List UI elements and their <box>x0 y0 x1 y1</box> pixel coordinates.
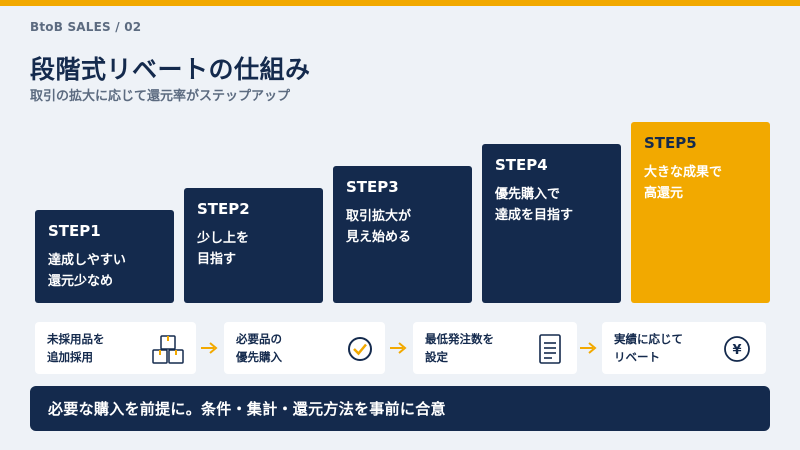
page-title: 段階式リベートの仕組み <box>30 55 311 84</box>
step-desc-line1: 少し上を <box>197 231 250 246</box>
flow-card-rebate: 実績に応じて リベート ¥ <box>602 322 766 374</box>
step-card-5: STEP5 大きな成果で 高還元 <box>631 122 770 303</box>
yen-coin-icon: ¥ <box>724 336 750 362</box>
step-label: STEP4 <box>495 156 548 174</box>
flow-arrow-icon <box>390 342 407 354</box>
flow-line1: 最低発注数を <box>425 332 494 346</box>
flow-card-text: 必要品の 優先購入 <box>236 330 282 366</box>
step-desc-line2: 還元少なめ <box>48 274 114 289</box>
flow-card-text: 未採用品を 追加採用 <box>47 330 105 366</box>
check-circle-icon <box>348 337 372 361</box>
step-card-3: STEP3 取引拡大が 見え始める <box>333 166 472 303</box>
flow-line2: リベート <box>614 350 660 364</box>
flow-card-priority-purchase: 必要品の 優先購入 <box>224 322 385 374</box>
step-label: STEP1 <box>48 222 101 240</box>
summary-banner: 必要な購入を前提に。条件・集計・還元方法を事前に合意 <box>30 386 770 431</box>
flow-card-text: 実績に応じて リベート <box>614 330 683 366</box>
flow-line2: 設定 <box>425 350 448 364</box>
flow-line1: 実績に応じて <box>614 332 683 346</box>
flow-line1: 未採用品を <box>47 332 105 346</box>
step-desc-line2: 見え始める <box>346 230 412 245</box>
step-desc-line1: 大きな成果で <box>644 165 723 180</box>
page-subtitle: 取引の拡大に応じて還元率がステップアップ <box>30 89 291 104</box>
top-accent-bar <box>0 0 800 6</box>
flow-arrow-icon <box>580 342 597 354</box>
flow-card-min-order: 最低発注数を 設定 <box>413 322 577 374</box>
step-desc-line1: 優先購入で <box>495 187 561 202</box>
step-label: STEP2 <box>197 200 250 218</box>
document-icon <box>539 334 561 364</box>
summary-banner-text: 必要な購入を前提に。条件・集計・還元方法を事前に合意 <box>48 400 446 418</box>
step-desc-line1: 取引拡大が <box>346 209 412 224</box>
step-desc-line1: 達成しやすい <box>48 253 126 268</box>
flow-line2: 優先購入 <box>236 350 282 364</box>
step-card-4: STEP4 優先購入で 達成を目指す <box>482 144 621 303</box>
step-desc-line2: 目指す <box>197 252 237 267</box>
flow-card-text: 最低発注数を 設定 <box>425 330 494 366</box>
yen-symbol: ¥ <box>732 343 741 358</box>
breadcrumb: BtoB SALES / 02 <box>30 20 142 34</box>
flow-card-add-products: 未採用品を 追加採用 <box>35 322 196 374</box>
step-label: STEP3 <box>346 178 399 196</box>
flow-arrow-icon <box>201 342 218 354</box>
step-desc-line2: 高還元 <box>644 186 684 201</box>
flow-line2: 追加採用 <box>47 350 93 364</box>
boxes-icon <box>152 335 184 364</box>
step-card-2: STEP2 少し上を 目指す <box>184 188 323 303</box>
step-label: STEP5 <box>644 134 697 152</box>
flow-line1: 必要品の <box>236 332 282 346</box>
step-card-1: STEP1 達成しやすい 還元少なめ <box>35 210 174 303</box>
step-desc-line2: 達成を目指す <box>495 208 574 223</box>
